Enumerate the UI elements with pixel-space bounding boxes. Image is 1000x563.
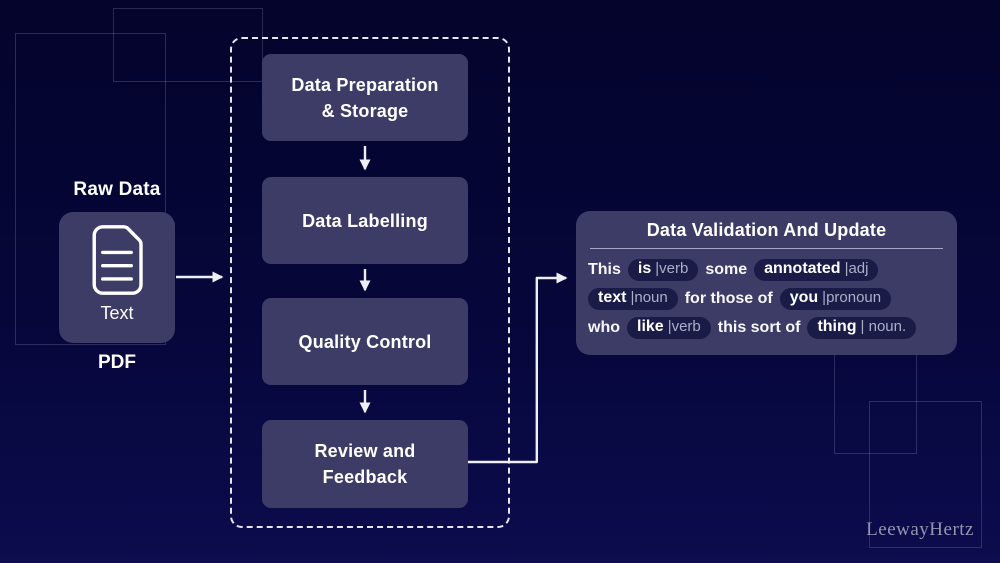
flow-step-label: Feedback bbox=[322, 467, 408, 487]
flow-step-label: Data Preparation bbox=[291, 74, 439, 95]
pos-tag: |adj bbox=[844, 259, 869, 277]
flow-step-label: Data Labelling bbox=[302, 210, 428, 231]
decorative-rectangle: LeewayHertz bbox=[866, 401, 982, 548]
annotation-pill: you|pronoun bbox=[779, 287, 892, 310]
annotation-pill: annotated|adj bbox=[754, 258, 879, 281]
decorative-rectangle bbox=[113, 8, 263, 82]
annotation-pill: text|noun bbox=[588, 287, 678, 310]
watermark-logo: LeewayHertz bbox=[866, 519, 974, 540]
validation-title: Data Validation And Update bbox=[646, 220, 887, 240]
document-icon bbox=[92, 225, 143, 295]
flow-step-box: Quality Control bbox=[262, 298, 468, 385]
flow-step-label: Review and bbox=[314, 441, 416, 461]
annotated-word: you bbox=[789, 288, 819, 306]
annotated-word: is bbox=[637, 259, 652, 277]
decorative-rectangle bbox=[15, 33, 166, 345]
title-divider bbox=[590, 248, 943, 249]
raw-data-card: Text bbox=[59, 212, 175, 343]
raw-data-label: Raw Data bbox=[73, 179, 161, 200]
plain-text: some bbox=[705, 260, 748, 278]
pos-tag: |verb bbox=[655, 259, 689, 277]
raw-data-file-type: Text bbox=[100, 303, 134, 323]
plain-text: who bbox=[588, 318, 620, 336]
annotated-word: like bbox=[637, 317, 664, 335]
plain-text: this sort of bbox=[717, 318, 801, 336]
flow-step-box: Data Preparation & Storage bbox=[262, 54, 468, 141]
annotated-word: text bbox=[598, 288, 627, 306]
flow-step-label: & Storage bbox=[321, 100, 409, 121]
flow-step-box: Data Labelling bbox=[262, 177, 468, 264]
annotated-word: thing bbox=[817, 317, 857, 335]
pos-tag: | noun. bbox=[860, 317, 907, 335]
flow-step-label: Quality Control bbox=[298, 331, 432, 352]
plain-text: for those of bbox=[684, 289, 773, 307]
annotated-word: annotated bbox=[764, 259, 841, 277]
pos-tag: |pronoun bbox=[822, 288, 882, 306]
pos-tag: |noun bbox=[630, 288, 668, 306]
pos-tag: |verb bbox=[667, 317, 701, 335]
annotation-pill: is|verb bbox=[627, 258, 699, 281]
plain-text: This bbox=[588, 260, 621, 278]
annotated-line: text|noun for those of you|pronoun bbox=[588, 284, 945, 313]
annotation-pill: like|verb bbox=[627, 316, 711, 339]
raw-data-format-label: PDF bbox=[98, 352, 136, 373]
annotation-pill: thing| noun. bbox=[807, 316, 917, 339]
